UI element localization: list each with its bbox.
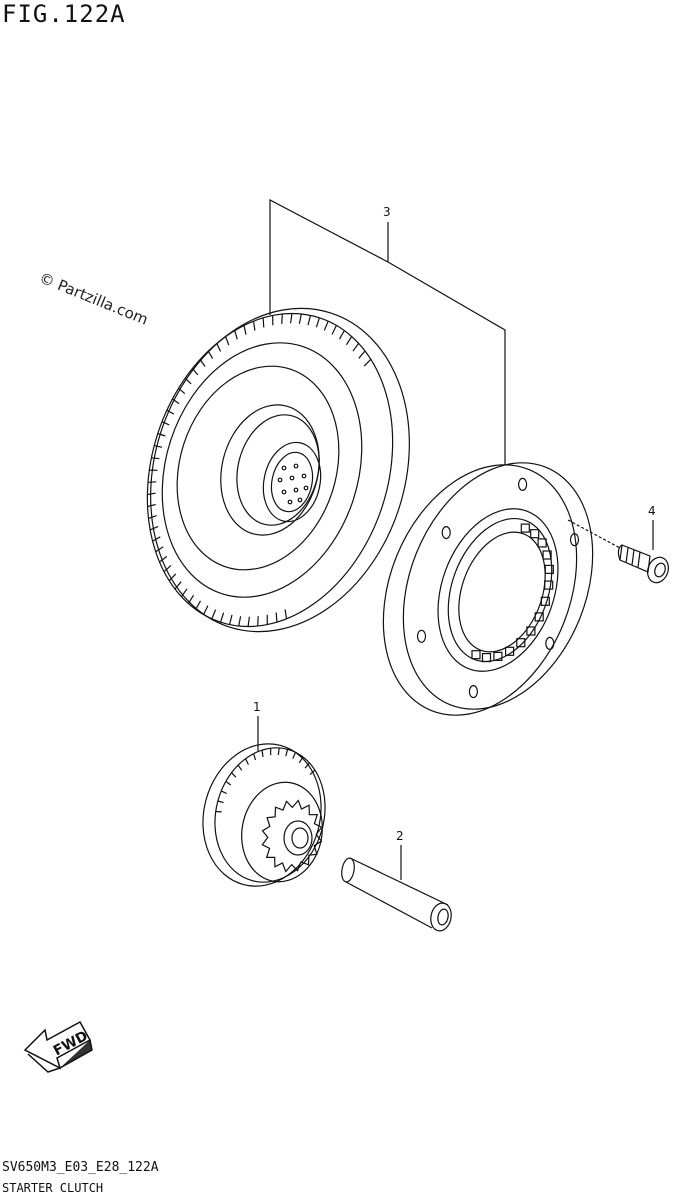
callout-3: 3 — [383, 205, 391, 219]
callout-1-group: 1 — [253, 700, 261, 752]
diagram-caption: STARTER CLUTCH — [2, 1181, 104, 1195]
callout-4-group: 4 — [567, 504, 656, 550]
forward-direction-arrow: FWD — [23, 1020, 93, 1073]
clutch-bolt[interactable] — [617, 544, 671, 586]
callout-2-group: 2 — [396, 829, 404, 880]
clutch-rollers — [471, 523, 554, 663]
idle-gear-shaft[interactable] — [340, 857, 454, 933]
bolt-holes — [416, 477, 580, 699]
starter-driven-gear[interactable] — [108, 274, 450, 665]
drawing-code: SV650M3_E03_E28_122A — [2, 1160, 159, 1175]
hub-bearing-holes — [277, 463, 309, 505]
callout-2: 2 — [396, 829, 404, 843]
one-way-clutch-housing[interactable] — [348, 434, 628, 744]
figure-title: FIG.122A — [2, 0, 126, 28]
callout-4: 4 — [648, 504, 656, 518]
gear-teeth — [215, 747, 316, 813]
gear-teeth — [147, 313, 372, 627]
pinion-teeth — [261, 799, 323, 873]
callout-1: 1 — [253, 700, 261, 714]
starter-idle-gear[interactable] — [187, 730, 339, 899]
callout-3-group: 3 — [269, 199, 506, 465]
